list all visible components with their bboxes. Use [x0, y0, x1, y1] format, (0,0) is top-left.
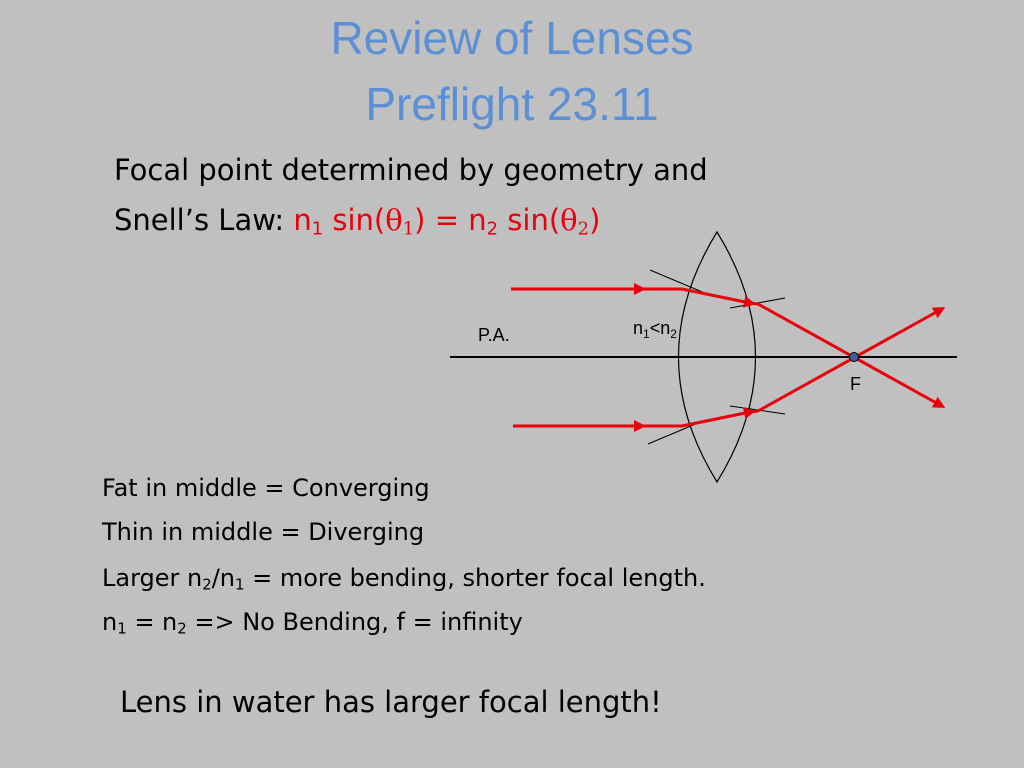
intro-line-1: Focal point determined by geometry and	[114, 153, 708, 187]
refractive-index-label: n1<n2	[633, 318, 677, 341]
principal-axis-label: P.A.	[478, 325, 510, 345]
intro-line-2: Snell’s Law: n1 sin(θ1) = n2 sin(θ2)	[114, 200, 600, 240]
focal-point-label: F	[850, 374, 861, 394]
snells-law-equation: n1 sin(θ1) = n2 sin(θ2)	[293, 203, 601, 240]
focal-point-marker	[849, 352, 859, 362]
rule-diverging: Thin in middle = Diverging	[102, 518, 425, 546]
rule-converging: Fat in middle = Converging	[102, 474, 430, 502]
ray-top-in-lens-tail	[749, 301, 759, 306]
slide-title: Review of Lenses	[330, 12, 694, 64]
ray-bottom-refracted	[757, 307, 946, 413]
lens-outline	[678, 230, 756, 484]
rule-index-ratio: Larger n2/n1 = more bending, shorter foc…	[102, 564, 706, 594]
rule-equal-index: n1 = n2 => No Bending, f = infinity	[102, 608, 523, 638]
ray-top-in-lens	[681, 287, 756, 308]
ray-top-refracted	[757, 302, 946, 408]
slide-subtitle: Preflight 23.11	[365, 78, 659, 130]
snells-law-prefix: Snell’s Law:	[114, 203, 294, 237]
normal-line-top-left	[649, 269, 708, 295]
ray-bottom-in-lens	[681, 407, 756, 428]
conclusion-text: Lens in water has larger focal length!	[120, 685, 662, 719]
ray-bottom-in-lens-tail	[749, 409, 759, 414]
